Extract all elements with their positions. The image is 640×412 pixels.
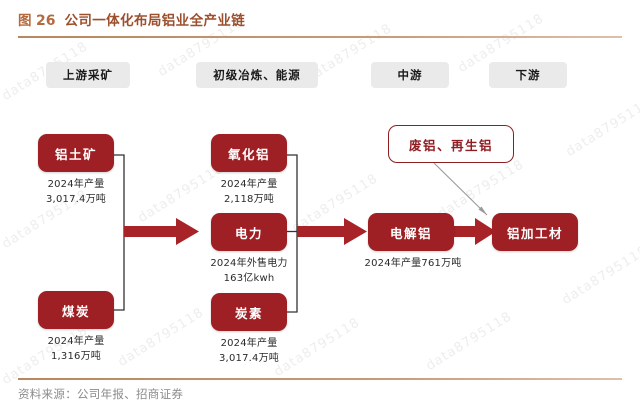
watermark-text: data8795118	[563, 95, 640, 160]
caption-electricity-line2: 163亿kwh	[223, 272, 275, 284]
header-divider	[18, 36, 622, 38]
page-title: 图 26 公司一体化布局铝业全产业链	[18, 9, 245, 29]
caption-coal-line2: 1,316万吨	[50, 350, 102, 362]
figure-header: 图 26 公司一体化布局铝业全产业链	[0, 0, 640, 40]
watermark-text: data8795118	[559, 243, 640, 308]
figure-number: 26	[36, 13, 56, 29]
caption-electrolytic-aluminium: 2024年产量761万吨	[353, 257, 473, 272]
stage-label-primary-smelting-energy: 初级冶炼、能源	[196, 62, 318, 88]
caption-carbon-line1: 2024年产量	[220, 338, 278, 349]
watermark-text: data8795118	[115, 305, 207, 370]
caption-alumina: 2024年产量 2,118万吨	[201, 178, 297, 207]
watermark-text: data8795118	[423, 309, 515, 374]
caption-carbon: 2024年产量 3,017.4万吨	[201, 337, 297, 366]
caption-bauxite: 2024年产量 3,017.4万吨	[28, 178, 124, 207]
caption-electrolytic-aluminium-line1: 2024年产量761万吨	[364, 258, 462, 269]
node-processed-aluminium[interactable]: 铝加工材	[492, 213, 578, 251]
node-coal[interactable]: 煤炭	[38, 291, 114, 329]
arrow-smelting-to-electrolytic	[297, 218, 367, 245]
arrow-mining-to-smelting	[124, 218, 199, 245]
caption-alumina-line2: 2,118万吨	[223, 193, 275, 205]
node-bauxite[interactable]: 铝土矿	[38, 134, 114, 172]
stage-label-downstream: 下游	[489, 62, 567, 88]
figure-title: 公司一体化布局铝业全产业链	[64, 13, 246, 29]
node-electricity[interactable]: 电力	[211, 213, 287, 251]
footer-divider	[18, 378, 622, 380]
stage-label-upstream-mining: 上游采矿	[46, 62, 130, 88]
caption-coal-line1: 2024年产量	[47, 336, 105, 347]
caption-electricity-line1: 2024年外售电力	[210, 258, 288, 269]
node-carbon[interactable]: 炭素	[211, 293, 287, 331]
caption-carbon-line2: 3,017.4万吨	[219, 352, 279, 364]
figure-label: 图	[18, 13, 32, 29]
caption-coal: 2024年产量 1,316万吨	[28, 335, 124, 364]
caption-bauxite-line2: 3,017.4万吨	[46, 193, 106, 205]
arrow-electrolytic-to-processed	[453, 218, 496, 245]
arrow-scrap-to-processed	[433, 162, 488, 216]
caption-bauxite-line1: 2024年产量	[47, 179, 105, 190]
caption-electricity: 2024年外售电力 163亿kwh	[192, 257, 306, 286]
node-electrolytic-aluminium[interactable]: 电解铝	[368, 213, 454, 251]
stage-label-midstream: 中游	[371, 62, 449, 88]
caption-alumina-line1: 2024年产量	[220, 179, 278, 190]
node-alumina[interactable]: 氧化铝	[211, 134, 287, 172]
source-note: 资料来源：公司年报、招商证券	[18, 387, 184, 401]
node-scrap-recycled-aluminium[interactable]: 废铝、再生铝	[388, 125, 514, 163]
